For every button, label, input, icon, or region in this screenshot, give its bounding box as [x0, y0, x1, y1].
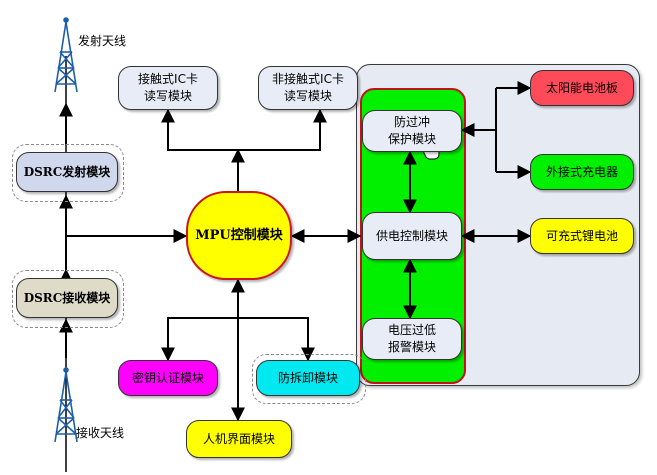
- external-charger-module: 外接式充电器: [530, 154, 634, 190]
- receive-antenna-icon: [54, 367, 78, 443]
- contactless-ic-module: 非接触式IC卡 读写模块: [258, 66, 358, 110]
- mpu-control-module: MPU控制模块: [186, 191, 292, 280]
- hmi-module: 人机界面模块: [186, 420, 292, 458]
- overcurrent-protection-module: 防过冲 保护模块: [362, 110, 462, 152]
- low-voltage-alarm-module: 电压过低 报警模块: [362, 318, 462, 360]
- dsrc-rx-module: DSRC接收模块: [16, 278, 118, 318]
- key-auth-module: 密钥认证模块: [118, 360, 218, 396]
- ic-bus-line: [161, 108, 327, 151]
- receive-antenna-label: 接收天线: [76, 426, 125, 440]
- solar-panel-module: 太阳能电池板: [530, 70, 634, 106]
- anti-tamper-module: 防拆卸模块: [256, 360, 360, 396]
- dsrc-tx-module: DSRC发射模块: [16, 152, 118, 192]
- transmit-antenna-icon: [54, 17, 78, 93]
- li-battery-module: 可充式锂电池: [530, 218, 634, 254]
- power-control-module: 供电控制模块: [362, 212, 462, 260]
- lower-bus-line: [161, 317, 315, 362]
- transmit-antenna-label: 发射天线: [78, 34, 127, 48]
- contact-ic-module: 接触式IC卡 读写模块: [118, 66, 218, 110]
